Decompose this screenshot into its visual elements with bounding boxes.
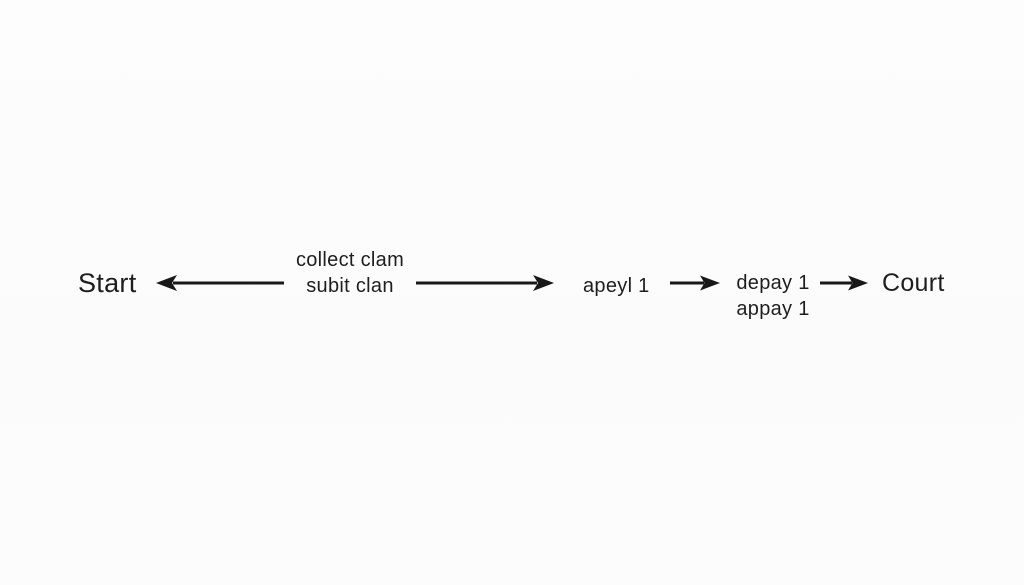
arrow-to-appeal <box>416 274 554 292</box>
node-payment-line1: depay 1 <box>736 272 810 294</box>
node-start: Start <box>78 268 137 298</box>
arrow-right-icon <box>670 275 720 291</box>
arrow-to-payment <box>670 274 720 292</box>
arrow-left-icon <box>156 275 284 291</box>
arrow-right-icon <box>820 275 868 291</box>
arrow-to-court <box>820 274 868 292</box>
node-payment: depay 1 appay 1 <box>731 270 815 322</box>
label-claim-note-line2: subit clan <box>306 275 394 297</box>
arrow-right-icon <box>416 275 554 291</box>
node-payment-line2: appay 1 <box>736 298 810 320</box>
label-claim-note-line1: collect clam <box>295 249 405 271</box>
node-court: Court <box>882 269 945 297</box>
node-appeal: apeyl 1 <box>583 275 650 297</box>
arrow-to-start <box>156 274 284 292</box>
label-claim-note: collect clam subit clan <box>288 247 412 299</box>
